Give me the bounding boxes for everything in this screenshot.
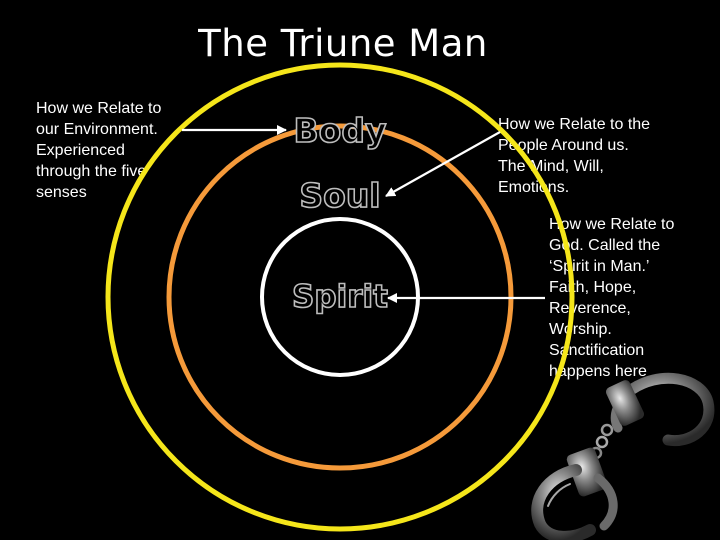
spirit-description-line: ‘Spirit in Man.’ xyxy=(549,258,650,275)
body-description-line: through the five xyxy=(36,163,147,180)
soul-description: How we Relate to the People Around us. T… xyxy=(498,114,698,198)
spirit-description-line: Sanctification xyxy=(549,342,645,359)
body-description: How we Relate to our Environment. Experi… xyxy=(36,98,196,203)
soul-description-line: How we Relate to the xyxy=(498,116,651,133)
soul-description-line: Emotions. xyxy=(498,179,570,196)
body-description-line: our Environment. xyxy=(36,121,158,138)
spirit-description-line: happens here xyxy=(549,363,647,380)
spirit-description-line: God. Called the xyxy=(549,237,661,254)
soul-label: Soul xyxy=(299,176,380,215)
spirit-description-line: How we Relate to xyxy=(549,216,675,233)
body-description-line: senses xyxy=(36,184,87,201)
soul-description-line: The Mind, Will, xyxy=(498,158,604,175)
body-description-line: How we Relate to xyxy=(36,100,162,117)
handcuffs-image xyxy=(531,372,715,540)
slide-title: The Triune Man xyxy=(198,22,488,65)
spirit-description: How we Relate to God. Called the ‘Spirit… xyxy=(549,214,709,382)
spirit-label: Spirit xyxy=(292,279,388,315)
body-description-line: Experienced xyxy=(36,142,125,159)
soul-arrow xyxy=(385,131,501,197)
soul-description-line: People Around us. xyxy=(498,137,629,154)
body-ring xyxy=(105,62,575,532)
spirit-description-line: Worship. xyxy=(549,321,612,338)
body-label: Body xyxy=(294,111,387,150)
